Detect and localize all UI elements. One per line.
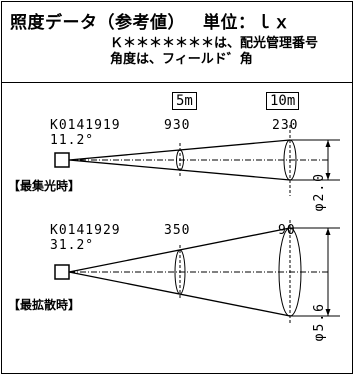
page-title: 照度データ（参考値） 単位：ｌｘ [10,8,291,33]
distance-10m-label: 10m [266,92,300,110]
diagram-frame [1,1,353,374]
beam1-code: K0141919 [50,118,121,133]
beam2-angle: 31.2° [50,238,95,253]
beam2-light-fixture [54,264,70,280]
beam1-tag: 【最集光時】 [8,179,81,193]
distance-5m-label: 5m [172,92,197,110]
beam1-angle: 11.2° [50,133,95,148]
beam2-value-5m: 350 [164,223,191,238]
note-line-2: 角度は、フィールド゛角 [110,52,253,67]
beam2-tag: 【最拡散時】 [8,298,81,312]
unit-text: 単位：ｌｘ [203,13,291,33]
beam1-light-fixture [54,152,70,168]
note-line-1: Ｋ＊＊＊＊＊＊＊は、配光管理番号 [110,36,319,51]
beam1-value-10m: 230 [272,118,299,133]
beam2-code: K0141929 [50,223,121,238]
beam1-value-5m: 930 [164,118,191,133]
title-text: 照度データ（参考値） [10,13,185,33]
header-divider [1,82,353,83]
